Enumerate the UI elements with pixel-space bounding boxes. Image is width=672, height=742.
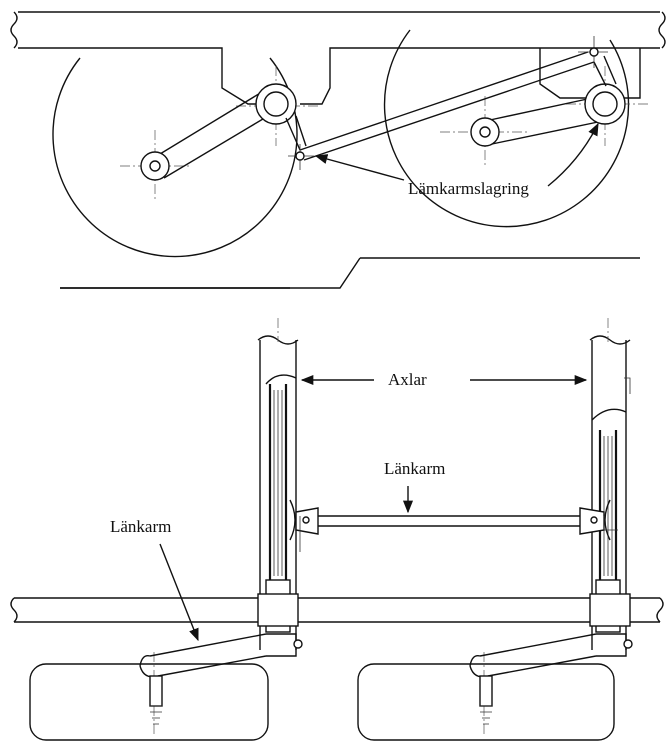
left-axle [257,335,299,650]
front-view: Axlar Länkarm [10,318,664,741]
link-arm-left-arrow [159,543,199,642]
bearing-callout: Lämkarmslagring [314,122,599,198]
link-arm-left-label: Länkarm [110,517,171,536]
ground-line [60,257,361,289]
left-link-arm [140,83,297,181]
right-lower-arm [469,633,633,725]
side-view: Lämkarmslagring [10,11,666,289]
right-link-arm [470,83,626,147]
left-tire [29,663,269,741]
right-tire [357,663,615,741]
link-arm-left-callout: Länkarm [110,517,199,642]
right-axle [589,335,631,650]
chassis-frame [10,11,666,105]
bearing-arrow-left [314,154,405,181]
left-lower-arm [139,633,303,725]
axles-callout: Axlar [300,370,588,389]
link-arm-middle-label: Länkarm [384,459,445,478]
right-wheel [360,29,640,259]
bearing-label: Lämkarmslagring [408,179,529,198]
axles-label: Axlar [388,370,427,389]
connecting-rod [285,36,617,170]
bearing-arrow-right [547,122,599,187]
frame-beam [10,597,664,623]
link-arm-middle-callout: Länkarm [384,459,445,514]
middle-link-arm [289,499,618,552]
